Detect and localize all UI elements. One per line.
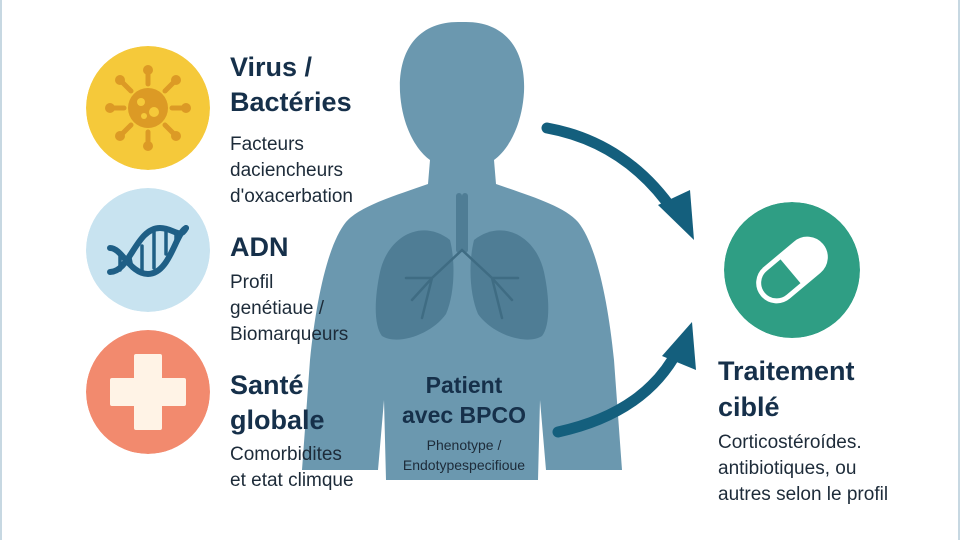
factor-description-virus: Facteurs daciencheurs d'oxacerbation xyxy=(230,134,353,207)
factor-title-dna: ADN xyxy=(230,232,289,262)
arrow-bottom-head xyxy=(662,322,696,370)
virus-icon xyxy=(86,46,210,170)
factor-title-virus: Virus / Bactéries xyxy=(230,52,352,117)
factor-title-health: Santé globale xyxy=(230,370,325,435)
arrow-to-treatment-bottom xyxy=(552,344,684,438)
treatment-description: Corticostéroídes. antibiotiques, ou autr… xyxy=(718,432,889,505)
patient-title: Patient avec BPCO xyxy=(401,372,526,428)
patient-subtitle: Phenotype / Endotypespecifioue xyxy=(402,437,526,473)
treatment-title: Traitement ciblé xyxy=(718,356,855,422)
pill-capsule-icon xyxy=(724,202,860,338)
medical-cross-icon xyxy=(86,330,210,454)
dna-icon xyxy=(86,188,210,312)
factor-description-dna: Profil genétiaue / Biomarqueurs xyxy=(230,272,349,345)
factor-description-health: Comorbidites et etat climque xyxy=(230,444,354,491)
arrow-to-treatment-top xyxy=(541,122,680,218)
arrow-top-head xyxy=(658,190,694,240)
lungs-icon xyxy=(375,193,549,340)
